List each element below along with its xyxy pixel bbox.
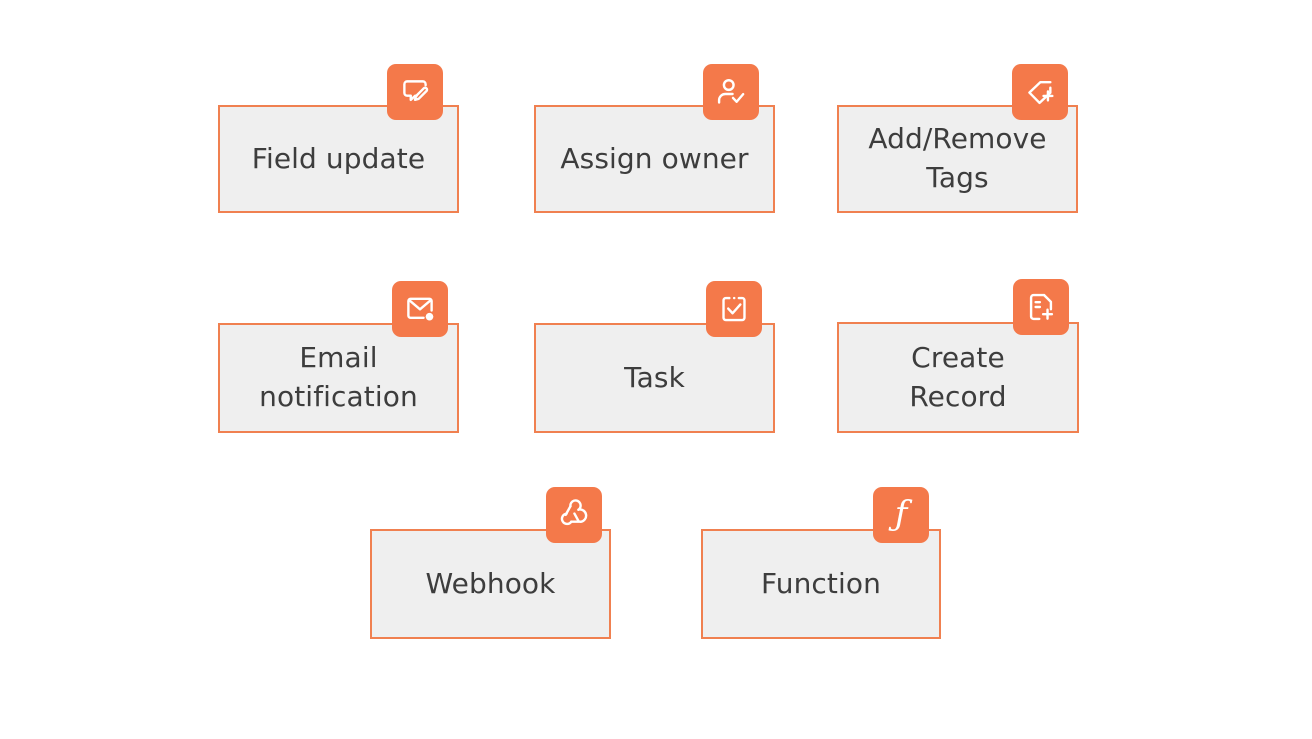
- action-card-create-record[interactable]: Create Record: [837, 322, 1079, 433]
- action-card-add-remove-tags[interactable]: Add/Remove Tags: [837, 105, 1078, 213]
- action-card-assign-owner[interactable]: Assign owner: [534, 105, 775, 213]
- clipboard-check-icon[interactable]: [706, 281, 762, 337]
- envelope-dot-icon[interactable]: [392, 281, 448, 337]
- action-card-function[interactable]: Function: [701, 529, 941, 639]
- function-icon[interactable]: ƒ: [873, 487, 929, 543]
- message-edit-icon[interactable]: [387, 64, 443, 120]
- action-card-field-update[interactable]: Field update: [218, 105, 459, 213]
- action-card-label: Field update: [251, 141, 426, 175]
- action-card-label: Email notification: [259, 341, 418, 413]
- action-card-label: Create Record: [909, 340, 1007, 413]
- tag-plus-icon[interactable]: [1012, 64, 1068, 120]
- action-card-label: Add/Remove Tags: [868, 122, 1047, 194]
- webhook-icon[interactable]: [546, 487, 602, 543]
- action-card-label: Function: [761, 566, 881, 600]
- action-card-label: Webhook: [425, 566, 556, 600]
- action-card-label: Task: [624, 360, 685, 394]
- action-card-webhook[interactable]: Webhook: [370, 529, 611, 639]
- document-plus-icon[interactable]: [1013, 279, 1069, 335]
- action-card-email-notification[interactable]: Email notification: [218, 323, 459, 433]
- user-check-icon[interactable]: [703, 64, 759, 120]
- action-card-label: Assign owner: [560, 141, 749, 175]
- action-card-task[interactable]: Task: [534, 323, 775, 433]
